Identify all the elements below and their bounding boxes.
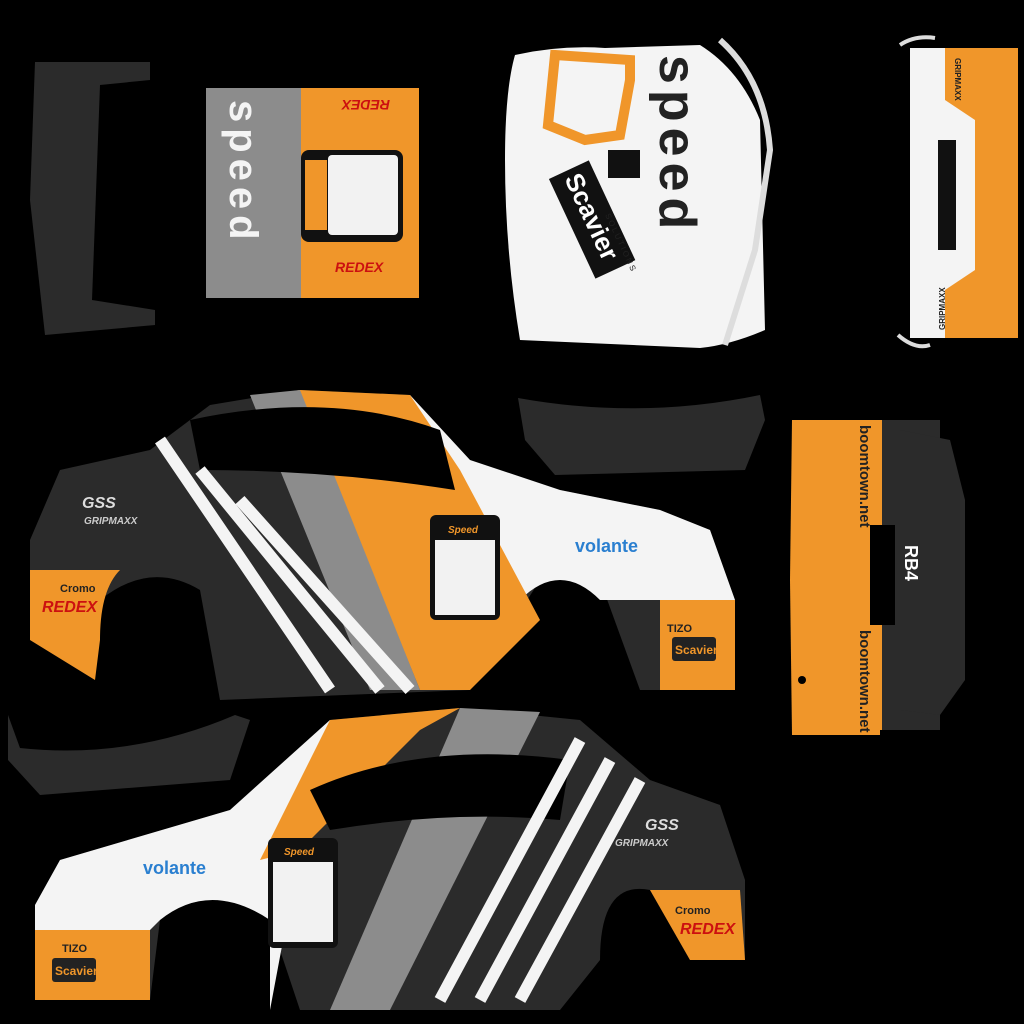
side-tizo: TIZO: [667, 623, 692, 635]
lower-tizo: TIZO: [62, 943, 87, 955]
side-gripmaxx: GRIPMAXX: [84, 516, 139, 527]
side-cromo: Cromo: [60, 583, 96, 595]
lower-volante: volante: [143, 858, 206, 878]
lower-scavier: Scavier: [55, 964, 98, 978]
roof-speed-logo: speed: [221, 100, 265, 246]
rear-boomtown-bottom: boomtown.net: [856, 630, 873, 732]
roof-redex-top: REDEX: [340, 97, 390, 113]
bumper-gripmaxx-top: GRIPMAXX: [953, 58, 962, 101]
rear-bumper-panel: boomtown.net boomtown.net RB4: [790, 420, 965, 735]
lower-speed-badge: Speed: [284, 847, 315, 858]
rear-lip-panel: [8, 715, 250, 795]
rear-rb4: RB4: [901, 545, 921, 581]
bumper-gripmaxx-bottom: GRIPMAXX: [938, 287, 947, 330]
lower-redex: REDEX: [680, 921, 736, 938]
lower-gripmaxx: GRIPMAXX: [615, 838, 670, 849]
side-scavier: Scavier: [675, 643, 718, 657]
front-lip-panel: [518, 395, 765, 475]
side-speed-badge: Speed: [448, 525, 479, 536]
side-redex: REDEX: [42, 599, 98, 616]
roof-panel: speed REDEX REDEX: [206, 88, 419, 298]
lower-gss: GSS: [645, 817, 679, 834]
front-bumper-panel: GRIPMAXX GRIPMAXX: [896, 35, 1018, 349]
side-volante: volante: [575, 536, 638, 556]
right-side-panel: Speed GSS GRIPMAXX Cromo REDEX volante T…: [30, 390, 735, 700]
hood-panel: speed EC Scavier SOLUTIONS: [505, 37, 774, 348]
lower-cromo: Cromo: [675, 905, 711, 917]
side-gss: GSS: [82, 495, 116, 512]
hood-speed-logo: speed: [648, 55, 706, 235]
rear-boomtown-top: boomtown.net: [856, 425, 873, 527]
rear-wing-panel: [30, 62, 155, 335]
hood-ec-logo: EC: [659, 60, 661, 62]
left-side-panel: Speed GSS GRIPMAXX Cromo REDEX volante T…: [35, 708, 745, 1010]
roof-redex-bottom: REDEX: [335, 259, 385, 275]
